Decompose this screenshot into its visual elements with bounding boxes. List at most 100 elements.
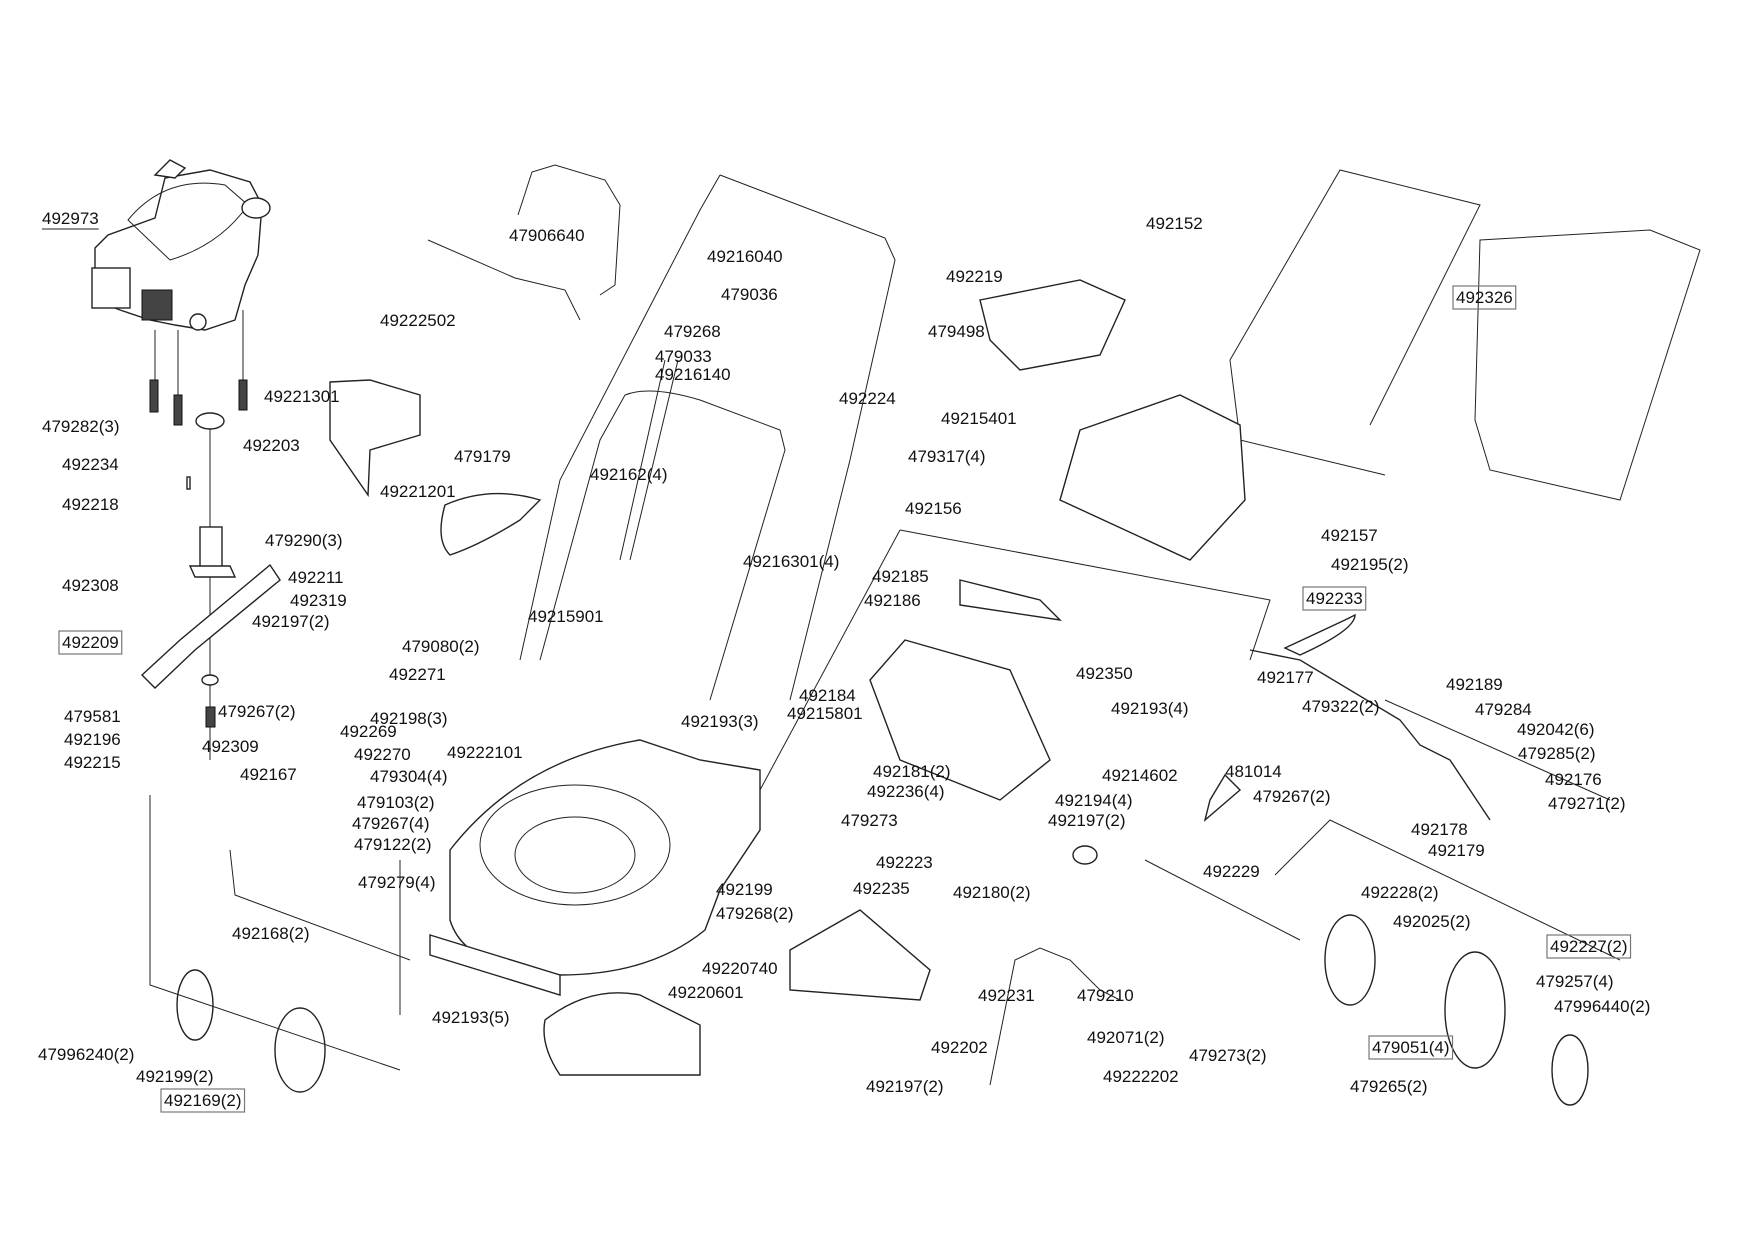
part-label-screws-bottom-2: 479273(2): [1189, 1046, 1267, 1065]
part-label-handle-clamp: 479179: [454, 447, 511, 466]
part-label-chute: 492184: [799, 686, 856, 705]
part-label-front-hubcap: 47996240(2): [38, 1045, 134, 1064]
part-label-box: [58, 630, 123, 655]
engine-illustration: [91, 159, 271, 426]
part-label-screws-bottom: 492202: [931, 1038, 988, 1057]
part-label-lifting-handle: 49222202: [1103, 1067, 1179, 1086]
part-label-gear-clip: 492179: [1428, 841, 1485, 860]
part-label-rear-bracket-screws: 492236(4): [867, 782, 945, 801]
part-label-rear-screws: 479257(4): [1536, 972, 1614, 991]
part-label-bushings-a: 479080(2): [402, 637, 480, 656]
part-label-bushings-rear: 492180(2): [953, 883, 1031, 902]
part-label-key: 492218: [62, 495, 119, 514]
part-label-bearings-rear: 479051(4): [1372, 1038, 1450, 1057]
part-label-lever-knob: 492271: [389, 665, 446, 684]
part-label-hook: 492235: [853, 879, 910, 898]
part-label-springs-lever: 492197(2): [1048, 811, 1126, 830]
grass-bag-illustration: [1059, 169, 1701, 561]
part-label-chute-cover: 49215801: [787, 704, 863, 723]
part-label-screws-4: 492193(4): [1111, 699, 1189, 718]
part-label-lever-plate: 492309: [202, 737, 259, 756]
part-label-front-bracket: 492168(2): [232, 924, 310, 943]
part-label-spring-rear: 492156: [905, 499, 962, 518]
part-labels: 492973479282(3)4922344922034922184923084…: [38, 209, 1650, 1113]
part-label-clips-front: 479122(2): [354, 835, 432, 854]
part-label-rear-bracket-plate: 492181(2): [873, 762, 951, 781]
part-label-handle-rod-pin: 479210: [1077, 986, 1134, 1005]
part-label-height-plate: 49222101: [447, 743, 523, 762]
part-label-gear-pinion-2: 492176: [1545, 770, 1602, 789]
part-label-height-lever-part: 492319: [290, 591, 347, 610]
part-label-grass-bag-frame: 492152: [1146, 214, 1203, 233]
part-label-nuts-front: 479267(4): [352, 814, 430, 833]
part-label-washers-front: 479103(2): [357, 793, 435, 812]
part-label-cable-clip: 479036: [721, 285, 778, 304]
part-label-nuts-a: 479267(2): [218, 702, 296, 721]
part-label-rear-rod: 492350: [1076, 664, 1133, 683]
part-label-lever-grip: 49214602: [1102, 766, 1178, 785]
part-label-front-nuts: 492199(2): [136, 1067, 214, 1086]
part-label-spring-rear-2: 492157: [1321, 526, 1378, 545]
part-label-cable-2: 492224: [839, 389, 896, 408]
part-label-screws-rear-bracket: 479273: [841, 811, 898, 830]
part-label-gearbox: 492178: [1411, 820, 1468, 839]
part-label-pulley: 492189: [1446, 675, 1503, 694]
part-label-small-screw: 492203: [243, 436, 300, 455]
part-label-bolts-b: 479304(4): [370, 767, 448, 786]
part-label-blade-washer-2: 492196: [64, 730, 121, 749]
blade-assembly-illustration: [140, 412, 281, 760]
part-label-front-axle: 492167: [240, 765, 297, 784]
part-label-gear-screws: 479322(2): [1302, 697, 1380, 716]
part-label-blade-adapter: 492308: [62, 576, 119, 595]
part-label-rear-hubcap: 47996440(2): [1554, 997, 1650, 1016]
assembly-frames: [149, 529, 1621, 1071]
part-label-rear-cover: 49215401: [941, 409, 1017, 428]
part-label-cable: 479033: [655, 347, 712, 366]
part-label-box: [1452, 285, 1517, 310]
part-label-springs-a: 492197(2): [252, 612, 330, 631]
part-label-deck-flap: 49220601: [668, 983, 744, 1002]
part-label-pin: 492269: [340, 722, 397, 741]
part-label-gear-washers: 492042(6): [1517, 720, 1595, 739]
part-label-bolt-lever: 481014: [1225, 762, 1282, 781]
part-label-bracket: 492270: [354, 745, 411, 764]
part-label-spring-rear-3: 492223: [876, 853, 933, 872]
part-label-engine-bolts: 479282(3): [42, 417, 120, 436]
part-label-screw-c: 479498: [928, 322, 985, 341]
part-label-nuts-lever: 479267(2): [1253, 787, 1331, 806]
part-label-blade-bolt: 492215: [64, 753, 121, 772]
part-label-rear-clips: 479265(2): [1350, 1077, 1428, 1096]
part-label-side-discharge: 49221201: [380, 482, 456, 501]
part-label-grass-bag-top: 492219: [946, 267, 1003, 286]
part-label-nut-c: 479268: [664, 322, 721, 341]
part-label-grass-bag: 492326: [1456, 288, 1513, 307]
part-label-upper-handle: 49216040: [707, 247, 783, 266]
part-label-handle-brackets: 49216301(4): [743, 552, 839, 571]
handle-illustration: [427, 164, 1126, 701]
part-label-cable-guide: 49215901: [528, 607, 604, 626]
part-label-nut-rear: 492199: [716, 880, 773, 899]
part-label-belt: 492233: [1306, 589, 1363, 608]
part-label-box: [1546, 934, 1632, 959]
part-label-screws-3: 492193(3): [681, 712, 759, 731]
part-label-blade: 492209: [62, 633, 119, 652]
part-label-clips-rear: 479271(2): [1548, 794, 1626, 813]
part-label-handle-knobs: 492162(4): [590, 465, 668, 484]
part-label-rear-axle: 492229: [1203, 862, 1260, 881]
part-label-deck: 49220740: [702, 959, 778, 978]
part-label-rear-nuts: 492025(2): [1393, 912, 1471, 931]
part-label-flap-pin: 492185: [872, 567, 929, 586]
part-label-rear-hub: 492228(2): [1361, 883, 1439, 902]
part-label-blade-adapter-washer: 492234: [62, 455, 119, 474]
part-label-front-wheel: 492169(2): [164, 1091, 242, 1110]
part-label-cable-bar: 49222502: [380, 311, 456, 330]
part-label-box: [1302, 586, 1367, 611]
part-label-gear-screws-2: 479285(2): [1518, 744, 1596, 763]
mulch-cover-illustration: [329, 379, 542, 556]
part-label-gear-pinion: 492177: [1257, 668, 1314, 687]
part-label-lower-handle: 49216140: [655, 365, 731, 384]
part-label-rear-wheel: 492227(2): [1550, 937, 1628, 956]
part-label-box: [160, 1088, 246, 1113]
part-label-pulley-screw: 479284: [1475, 700, 1532, 719]
